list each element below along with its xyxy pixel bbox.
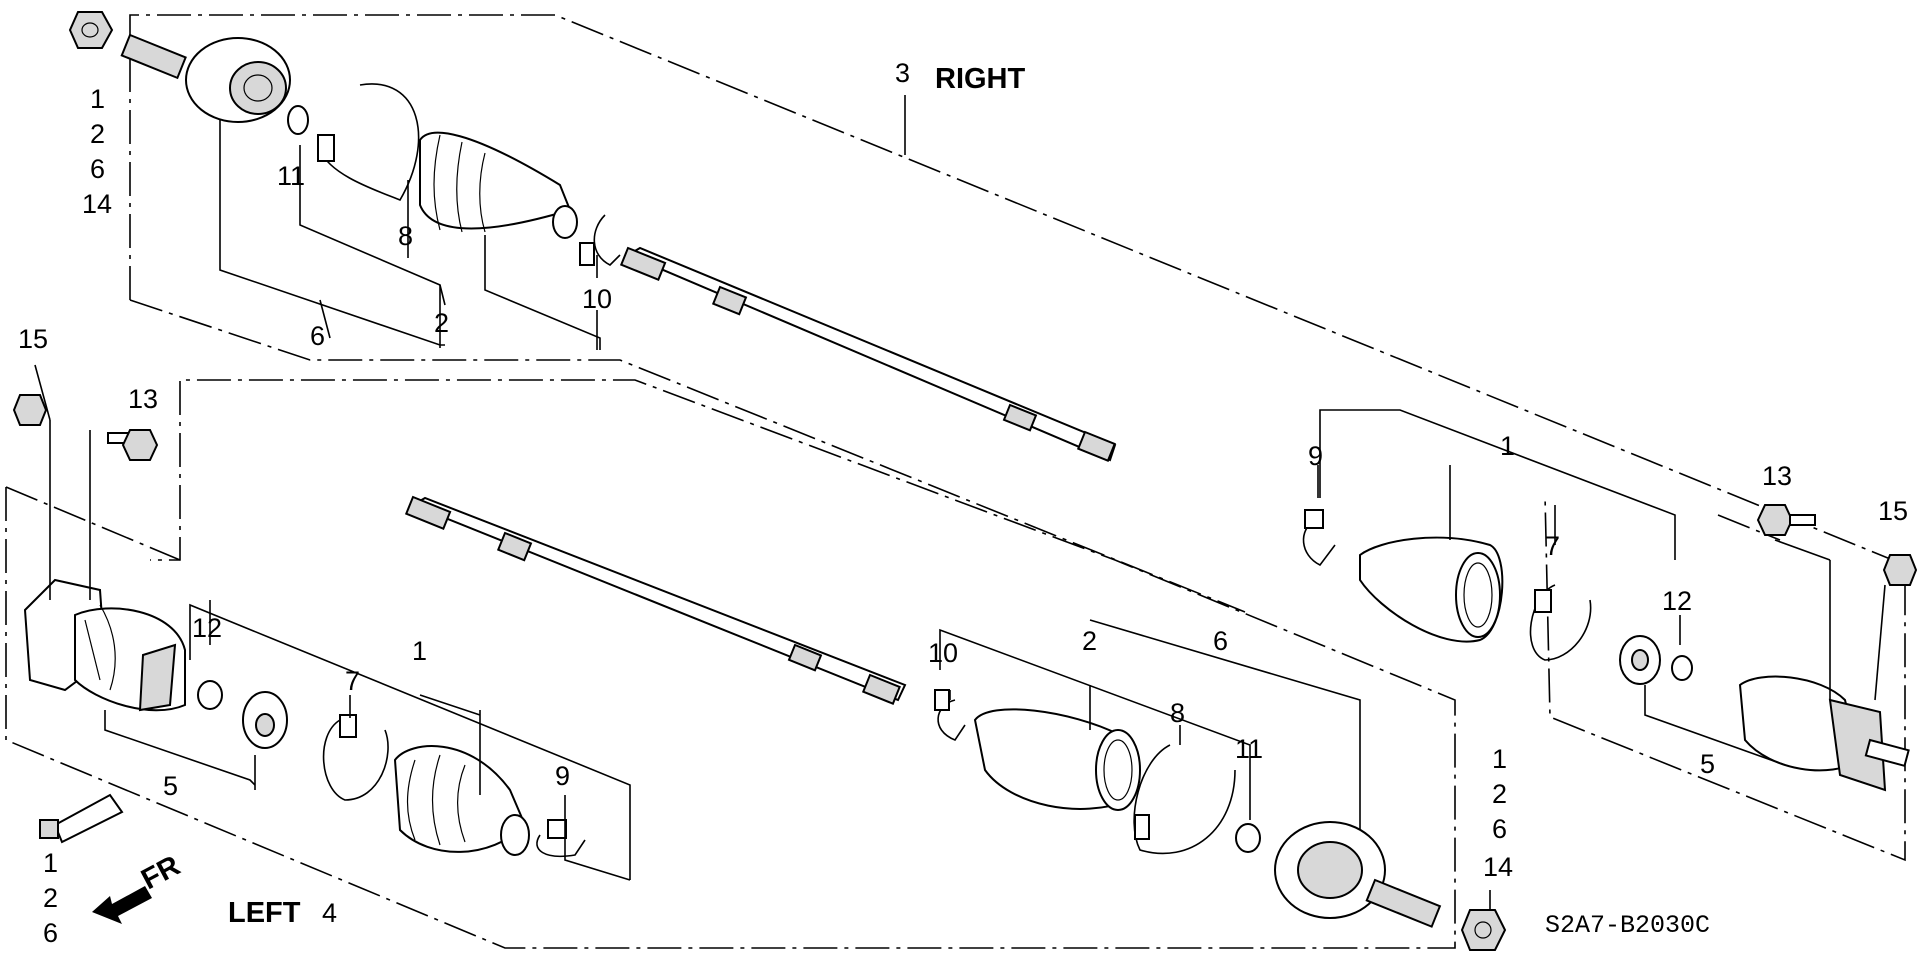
- left-boot-band-10: [934, 689, 966, 741]
- right-boot-band-9: [1302, 509, 1336, 567]
- left-outboard-callout-6: 6: [1213, 626, 1228, 656]
- right-circlip-12: [1671, 655, 1693, 681]
- left-outboard-callout-2: 2: [1082, 626, 1097, 656]
- right-boot-band-8: [317, 83, 420, 201]
- right-callout-8: 8: [398, 221, 413, 251]
- right-inboard-callout-9: 9: [1308, 441, 1323, 471]
- grease-stack-1: 1: [43, 848, 58, 878]
- right-callout-2: 2: [434, 308, 449, 338]
- right-top-stack-1: 1: [90, 84, 105, 114]
- left-flange-nut-15: [12, 394, 48, 426]
- right-inboard-housing-5: [1738, 675, 1910, 792]
- right-callout-6: 6: [310, 321, 325, 351]
- left-outboard-callout-8: 8: [1170, 698, 1185, 728]
- left-callout-15: 15: [18, 324, 48, 354]
- front-direction-arrow: [92, 886, 152, 924]
- left-boot-band-7: [322, 714, 389, 801]
- left-boot-band-9: [536, 819, 586, 858]
- right-inboard-callout-1: 1: [1500, 431, 1515, 461]
- right-flange-nut-15: [1882, 554, 1918, 586]
- left-callout-13: 13: [128, 384, 158, 414]
- right-top-stack-2: 2: [90, 119, 105, 149]
- right-inboard-callout-13: 13: [1762, 461, 1792, 491]
- left-circlip-12: [197, 680, 223, 710]
- right-inboard-callout-12: 12: [1662, 586, 1692, 616]
- left-callout-5: 5: [163, 771, 178, 801]
- left-callout-9: 9: [555, 761, 570, 791]
- left-bottom-stack-4: 14: [1483, 852, 1513, 882]
- left-bottom-stack-2: 2: [1492, 779, 1507, 809]
- left-title: LEFT: [228, 897, 301, 929]
- grease-tube: [39, 793, 124, 844]
- left-inboard-boot-1: [393, 745, 530, 856]
- left-assembly-frame: [5, 379, 1456, 949]
- left-outboard-callout-10: 10: [928, 638, 958, 668]
- left-stopper-ring-11: [1235, 823, 1261, 853]
- left-outboard-boot-2: [973, 708, 1141, 811]
- left-spider-tripod: [242, 691, 288, 749]
- right-title: RIGHT: [935, 63, 1026, 95]
- right-inboard-callout-5: 5: [1700, 749, 1715, 779]
- grease-stack-2: 2: [43, 883, 58, 913]
- right-top-nut: [68, 11, 114, 49]
- right-inboard-callout-15: 15: [1878, 496, 1908, 526]
- left-flange-bolt-13: [107, 429, 159, 461]
- right-stopper-ring-11: [287, 105, 309, 135]
- left-bottom-nut: [1460, 909, 1507, 951]
- left-callout-12: 12: [192, 613, 222, 643]
- grease-stack-3: 6: [43, 918, 58, 948]
- right-flange-bolt-13: [1756, 504, 1816, 536]
- right-spider-tripod: [1619, 635, 1661, 685]
- right-top-stack-3: 6: [90, 154, 105, 184]
- left-callout-7: 7: [345, 666, 360, 696]
- right-callout-10: 10: [582, 284, 612, 314]
- left-halfshaft: [404, 495, 907, 705]
- left-outboard-callout-11: 11: [1235, 734, 1263, 764]
- right-boot-band-10: [579, 214, 621, 266]
- left-bottom-stack-1: 1: [1492, 744, 1507, 774]
- leader-lines: [34, 95, 1886, 910]
- right-inboard-boot-1: [1359, 536, 1504, 643]
- left-ref-number: 4: [322, 898, 337, 928]
- left-bottom-stack-3: 6: [1492, 814, 1507, 844]
- left-callout-1: 1: [412, 636, 427, 666]
- right-halfshaft: [619, 246, 1117, 462]
- right-outboard-boot-2: [419, 131, 578, 239]
- right-callout-11: 11: [277, 161, 305, 191]
- left-outboard-cv-joint: [1274, 821, 1442, 928]
- right-top-stack-4: 14: [82, 189, 112, 219]
- diagram-code: S2A7-B2030C: [1545, 911, 1710, 940]
- right-boot-band-7: [1529, 584, 1592, 661]
- left-boot-band-8: [1133, 744, 1236, 855]
- right-ref-number: 3: [895, 58, 910, 88]
- right-outboard-cv-joint: [120, 33, 291, 123]
- right-inboard-callout-7: 7: [1545, 531, 1560, 561]
- left-inboard-housing-5: [23, 578, 186, 712]
